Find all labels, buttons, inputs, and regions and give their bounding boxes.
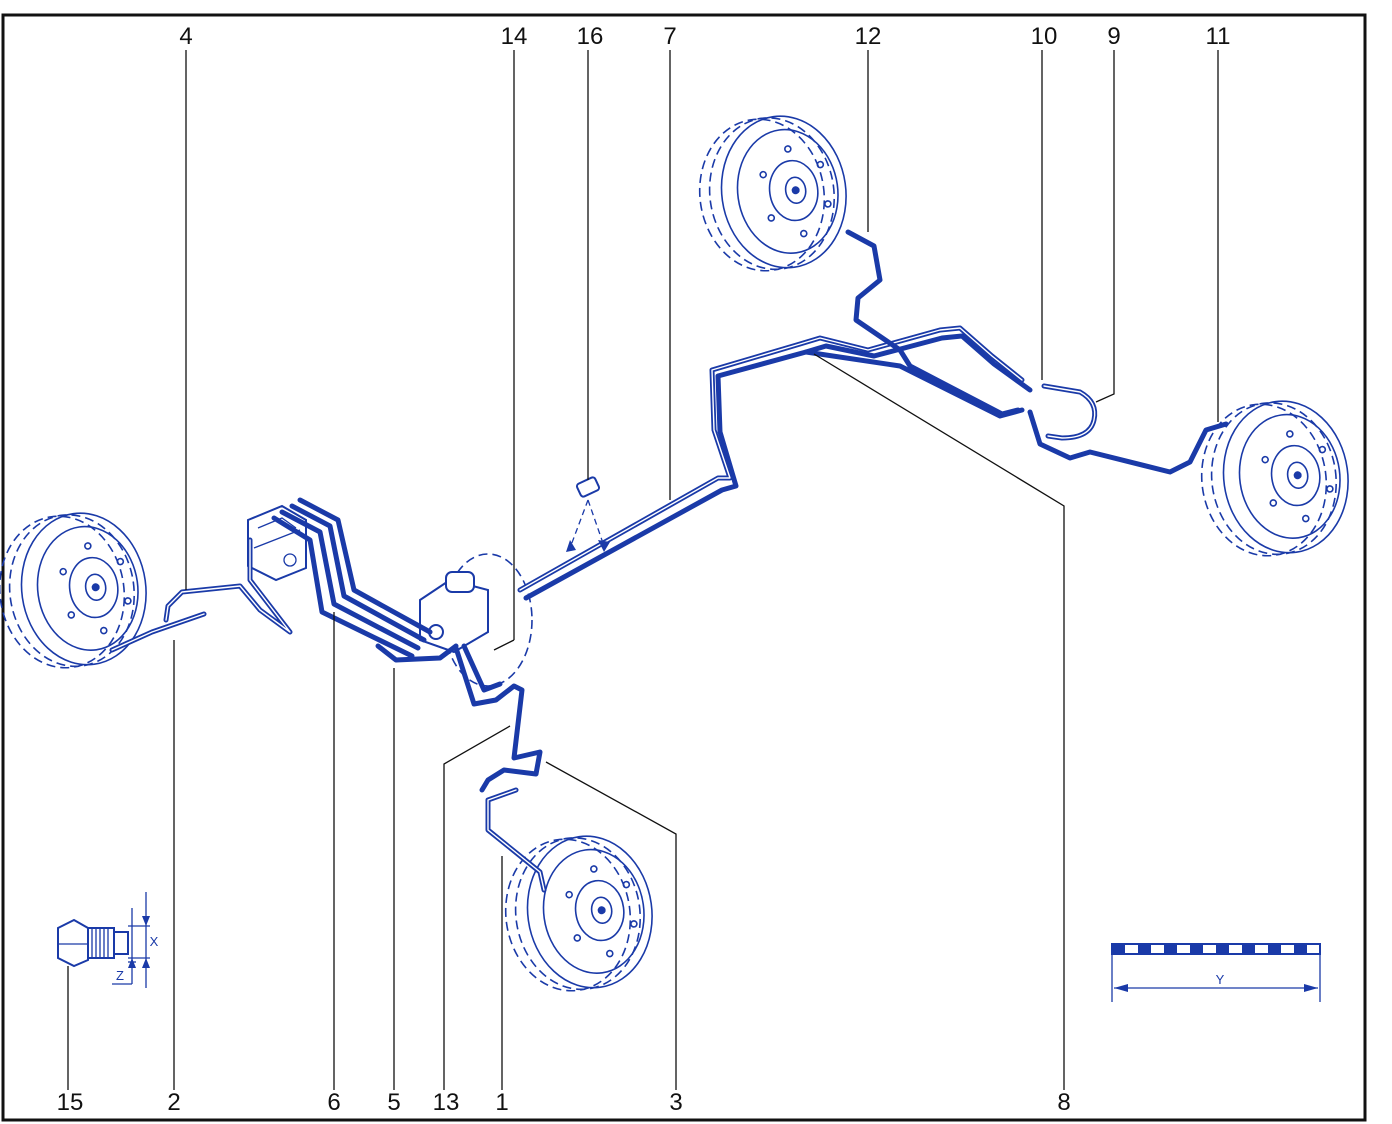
scale-block — [1190, 944, 1203, 954]
callout-5: 5 — [387, 1089, 400, 1116]
scale-block — [1164, 944, 1177, 954]
fitting-detail: X Z — [57, 892, 159, 988]
wheel-front-left — [0, 504, 157, 677]
callout-12: 12 — [855, 23, 882, 50]
callout-10: 10 — [1031, 23, 1058, 50]
callout-16: 16 — [577, 23, 604, 50]
scale-block — [1216, 944, 1229, 954]
dimension-x-label: X — [150, 934, 159, 949]
scale-bar: Y — [1111, 943, 1321, 1002]
scale-block — [1242, 944, 1255, 954]
leader-lines — [67, 50, 1219, 1090]
scale-block — [1268, 944, 1281, 954]
callout-2: 2 — [167, 1089, 180, 1116]
callout-7: 7 — [663, 23, 676, 50]
brake-pipes — [109, 229, 1229, 893]
wheel-rear-right — [1191, 392, 1359, 565]
callout-1: 1 — [495, 1089, 508, 1116]
scale-block — [1112, 944, 1125, 954]
dimension-y-label: Y — [1216, 972, 1225, 987]
callouts: 4 14 16 7 12 10 9 11 15 2 6 5 13 1 3 8 — [57, 23, 1231, 1116]
master-cylinder — [419, 553, 533, 687]
callout-4: 4 — [179, 23, 192, 50]
scale-block — [1294, 944, 1307, 954]
diagram-frame — [1, 13, 1367, 1122]
callout-14: 14 — [501, 23, 528, 50]
callout-15: 15 — [57, 1089, 84, 1116]
connector-16 — [566, 476, 610, 552]
dimension-z-label: Z — [116, 968, 124, 983]
callout-9: 9 — [1107, 23, 1120, 50]
callout-3: 3 — [669, 1089, 682, 1116]
callout-6: 6 — [327, 1089, 340, 1116]
callout-8: 8 — [1057, 1089, 1070, 1116]
wheel-rear-left — [689, 107, 857, 280]
scale-block — [1138, 944, 1151, 954]
callout-13: 13 — [433, 1089, 460, 1116]
callout-11: 11 — [1206, 23, 1231, 50]
